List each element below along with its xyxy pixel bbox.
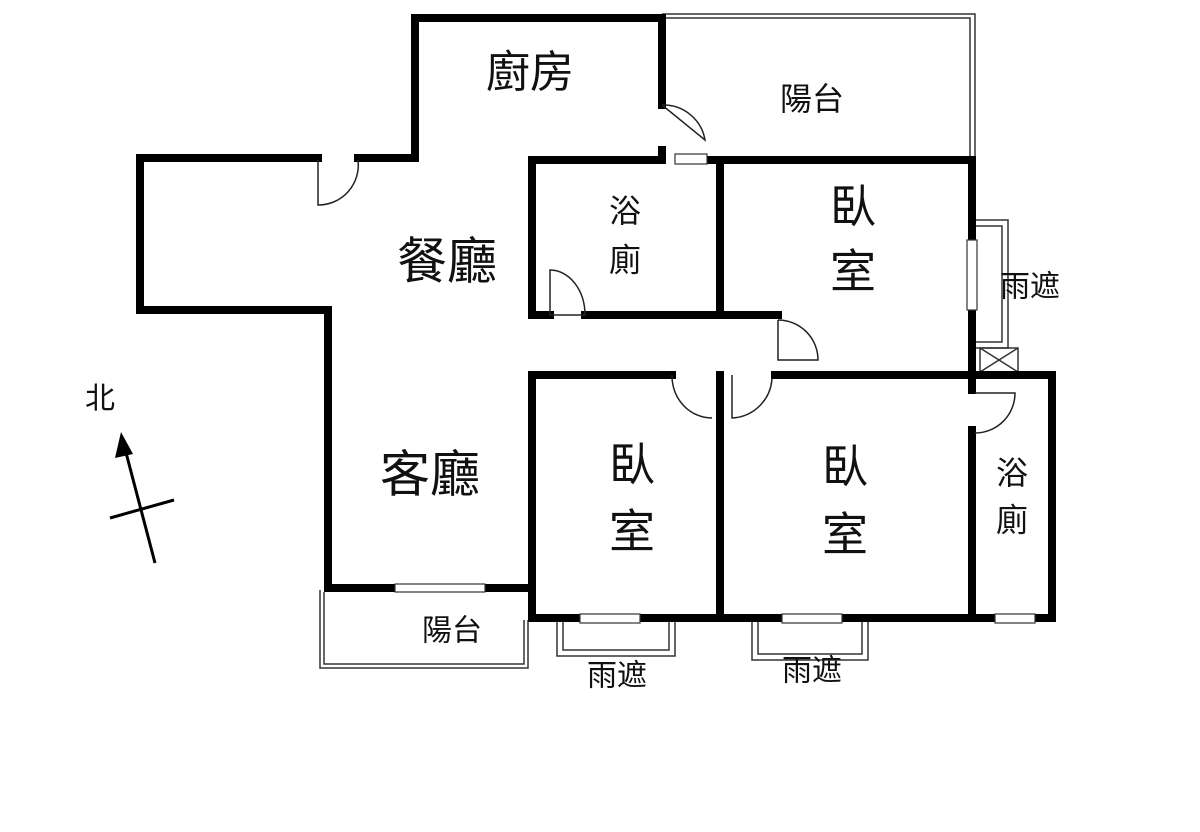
room-label-bedroom-3: 臥: [822, 440, 868, 494]
room-label-bedroom-2: 臥: [609, 438, 655, 492]
doors: [317, 104, 1016, 434]
north-compass: 北: [85, 382, 175, 564]
awning-bottom-left-outline: [556, 620, 676, 657]
room-label-bath-2: 浴: [996, 454, 1028, 492]
balcony-bottom-outline: [319, 590, 529, 669]
room-label-bedroom-1: 室: [830, 245, 876, 299]
walls: [136, 14, 1056, 622]
windows: [394, 153, 1036, 624]
label-awning-bottom-left: 雨遮: [587, 659, 647, 694]
room-label-bath-1: 廁: [609, 241, 641, 279]
room-label-balcony-top: 陽台: [780, 80, 844, 118]
label-awning-right: 雨遮: [1000, 270, 1060, 305]
awning-right-outline: [975, 219, 1019, 373]
room-label-bedroom-1: 臥: [830, 180, 876, 234]
room-label-living: 客廳: [380, 446, 480, 504]
arrow-head-icon: [115, 432, 133, 458]
room-label-bedroom-3: 室: [822, 508, 868, 562]
compass-cross-line: [109, 498, 175, 520]
room-label-balcony-bottom: 陽台: [422, 614, 482, 649]
room-label-dining: 餐廳: [397, 233, 497, 291]
compass-north-label: 北: [85, 382, 115, 417]
room-label-bath-1: 浴: [609, 192, 641, 230]
north-arrow-icon: [122, 444, 157, 564]
room-label-bedroom-2: 室: [609, 505, 655, 559]
room-label-bath-2: 廁: [996, 501, 1028, 539]
room-label-kitchen: 廚房: [486, 47, 574, 98]
label-awning-bottom-right: 雨遮: [782, 654, 842, 689]
balcony-top-outline: [662, 13, 976, 158]
awning-bottom-right-outline: [751, 620, 869, 661]
